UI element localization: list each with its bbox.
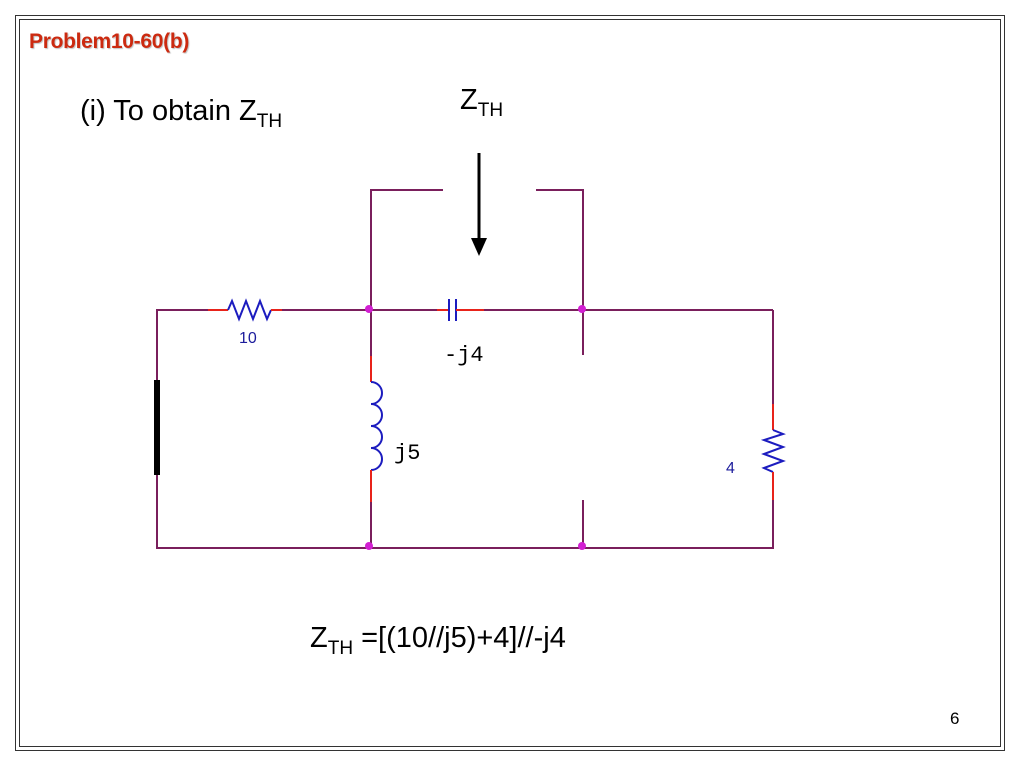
resistor-left-label: 10: [239, 330, 257, 347]
wire-bottom: [156, 475, 774, 549]
capacitor-minus-j4: [437, 299, 484, 321]
arrow-label-z: Z: [460, 84, 478, 116]
slide-frame-outer: [15, 15, 1005, 751]
resistor-4: [760, 404, 786, 500]
node-bottom-right: [578, 542, 586, 550]
node-top-right: [578, 305, 586, 313]
heading-obtain-zth: (i) To obtain ZTH: [80, 95, 282, 133]
slide-frame-inner: [19, 19, 1001, 747]
circuit-nodes: [365, 305, 586, 550]
wire-left-top: [156, 309, 208, 475]
heading-subscript: TH: [256, 111, 283, 132]
arrow-zth-label: ZTH: [460, 84, 503, 122]
terminal-right-bracket: [536, 189, 584, 310]
heading-prefix: (i) To obtain Z: [80, 95, 257, 127]
formula-expression: =[(10//j5)+4]//-j4: [353, 622, 566, 654]
arrow-label-subscript: TH: [477, 100, 504, 121]
zth-formula: ZTH =[(10//j5)+4]//-j4: [310, 622, 566, 660]
inductor-j5: [370, 356, 383, 502]
formula-z: Z: [310, 622, 328, 654]
node-top-left: [365, 305, 373, 313]
inductor-label: j5: [394, 441, 420, 466]
arrow-down-icon: [471, 153, 487, 256]
page-number: 6: [950, 709, 960, 728]
formula-subscript: TH: [327, 638, 354, 659]
resistor-10: [208, 298, 282, 322]
terminal-left-bracket: [370, 189, 443, 310]
capacitor-label: -j4: [444, 343, 484, 368]
circuit-wires: [156, 189, 774, 549]
resistor-right-label: 4: [726, 460, 735, 477]
slide-title: Problem10-60(b): [29, 30, 190, 53]
node-bottom-left: [365, 542, 373, 550]
